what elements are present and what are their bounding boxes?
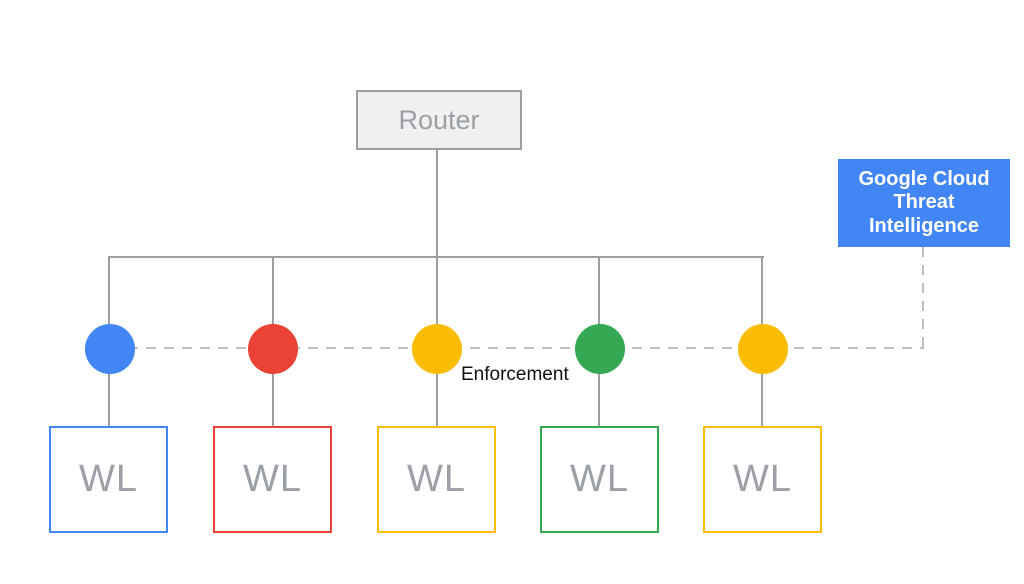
workload-box-5: WL xyxy=(703,426,822,533)
router-label: Router xyxy=(398,104,480,135)
workload-box-2: WL xyxy=(213,426,332,533)
workload-label: WL xyxy=(733,458,792,500)
router-box: Router xyxy=(356,90,522,150)
enforcement-label: Enforcement xyxy=(461,364,569,385)
workload-label: WL xyxy=(243,458,302,500)
workload-label: WL xyxy=(570,458,629,500)
workload-label: WL xyxy=(79,458,138,500)
threat-intelligence-box: Google Cloud Threat Intelligence xyxy=(838,159,1010,247)
enforcement-point-1 xyxy=(85,324,135,374)
enforcement-point-4 xyxy=(575,324,625,374)
enforcement-dashed-line xyxy=(110,347,924,349)
router-drop-line xyxy=(436,148,438,258)
workload-box-4: WL xyxy=(540,426,659,533)
workload-box-3: WL xyxy=(377,426,496,533)
workload-box-1: WL xyxy=(49,426,168,533)
threat-intel-dashed-line xyxy=(922,247,924,348)
enforcement-point-3 xyxy=(412,324,462,374)
enforcement-point-2 xyxy=(248,324,298,374)
enforcement-point-5 xyxy=(738,324,788,374)
workload-label: WL xyxy=(407,458,466,500)
